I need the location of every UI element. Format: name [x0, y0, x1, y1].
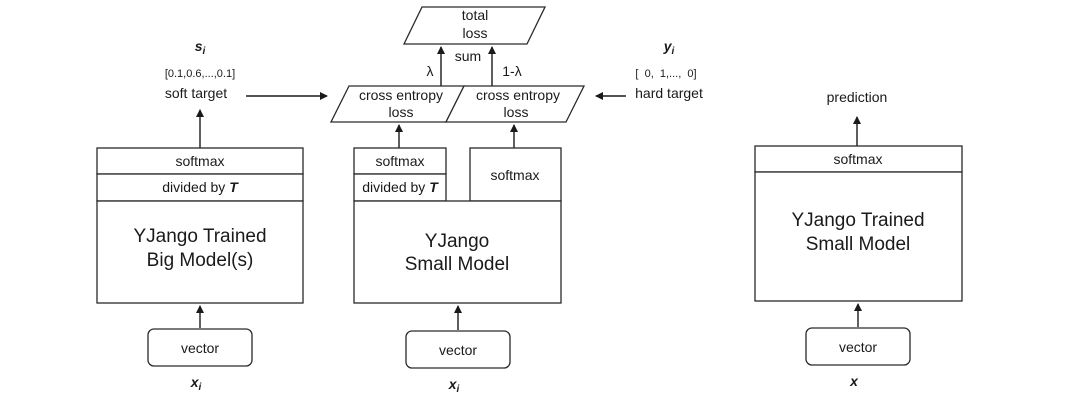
small-model-stack: softmax divided by T softmax YJango Smal…: [353, 147, 562, 304]
big-model-input: vector xi: [147, 328, 253, 393]
big-model-softmax: softmax: [175, 153, 224, 169]
big-model-title-line1: YJango Trained: [133, 226, 266, 247]
big-model-vector-label: vector: [181, 340, 219, 356]
soft-target-label: soft target: [165, 85, 227, 101]
big-model-input-var: xi: [190, 374, 202, 393]
prediction-label: prediction: [827, 89, 888, 105]
ce-left-line2: loss: [389, 104, 414, 120]
small-model-vector-label: vector: [439, 342, 477, 358]
big-model-vector-box: [147, 328, 253, 367]
soft-target-values: [0.1,0.6,...,0.1]: [165, 68, 235, 80]
small-model-softmax-left: softmax: [375, 153, 424, 169]
ce-right-line2: loss: [504, 104, 529, 120]
total-loss-node: total loss: [402, 6, 547, 45]
small-model-title-line2: Small Model: [405, 254, 510, 275]
soft-target-group: si [0.1,0.6,...,0.1] soft target: [165, 38, 235, 101]
big-model-title-line2: Big Model(s): [147, 250, 254, 271]
trained-model-input: vector x: [805, 327, 911, 389]
hard-target-label: hard target: [635, 85, 703, 101]
trained-model-vector-label: vector: [839, 339, 877, 355]
hard-target-values: [ 0, 1,..., 0]: [635, 68, 696, 80]
hard-target-group: yi [ 0, 1,..., 0] hard target: [635, 38, 703, 101]
trained-small-model-stack: softmax YJango Trained Small Model: [754, 145, 963, 302]
big-model-stack: softmax divided by T YJango Trained Big …: [96, 147, 304, 304]
small-model-box: [353, 200, 562, 304]
lambda-label: λ: [427, 63, 434, 79]
one-minus-lambda-label: 1-λ: [502, 63, 521, 79]
trained-model-vector-box: [805, 327, 911, 366]
small-model-input: vector xi: [405, 330, 511, 395]
small-model-softmax-left-box: [353, 147, 447, 175]
sum-label: sum: [455, 48, 481, 64]
big-model-divided: divided by T: [162, 179, 239, 195]
small-model-input-var: xi: [448, 376, 460, 395]
big-model-box: [96, 200, 304, 304]
cross-entropy-loss-left: cross entropy loss: [329, 85, 466, 123]
total-loss-line1: total: [462, 7, 488, 23]
soft-target-symbol: si: [195, 38, 206, 57]
big-model-softmax-box: [96, 147, 304, 175]
trained-model-softmax-box: [754, 145, 963, 173]
cross-entropy-loss-right: cross entropy loss: [444, 85, 586, 123]
hard-target-symbol: yi: [663, 38, 675, 57]
ce-left-line1: cross entropy: [359, 87, 443, 103]
trained-small-model-box: [754, 171, 963, 302]
trained-model-softmax: softmax: [833, 151, 882, 167]
total-loss-line2: loss: [463, 25, 488, 41]
small-model-title-line1: YJango: [425, 231, 489, 252]
small-model-softmax-right: softmax: [490, 167, 539, 183]
small-model-divided-box: [353, 173, 447, 202]
ce-right-line1: cross entropy: [476, 87, 560, 103]
trained-model-title-line2: Small Model: [806, 234, 911, 255]
small-model-vector-box: [405, 330, 511, 369]
trained-model-input-var: x: [849, 373, 859, 389]
small-model-divided: divided by T: [362, 179, 439, 195]
trained-model-title-line1: YJango Trained: [791, 210, 924, 231]
